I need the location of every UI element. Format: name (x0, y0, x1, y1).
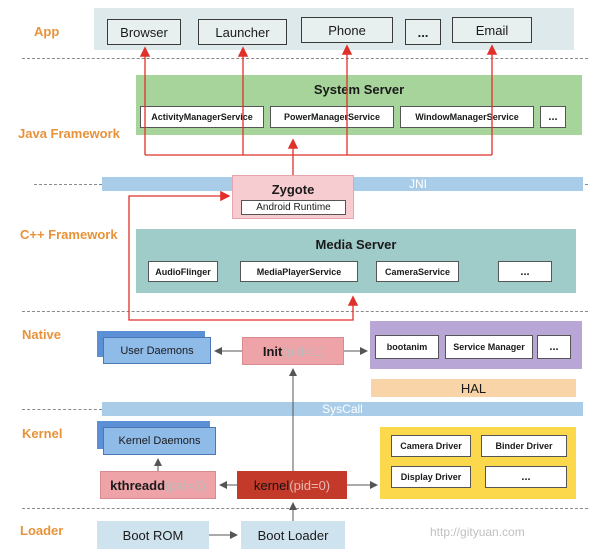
service-window-manager: WindowManagerService (400, 106, 534, 128)
watermark-text: http://gityuan.com (430, 525, 525, 539)
service-activity-manager: ActivityManagerService (140, 106, 264, 128)
boot-rom-box: Boot ROM (97, 521, 209, 549)
kthreadd-pid: (pid=2) (165, 477, 206, 493)
app-email: Email (452, 17, 532, 43)
separator-kernel-loader (22, 508, 588, 509)
arrow-init-to-media-server (242, 295, 359, 321)
arrow-init-to-zygote (128, 190, 242, 321)
driver-binder: Binder Driver (481, 435, 567, 457)
system-server-title: System Server (313, 81, 405, 97)
separator-java-cpp (34, 184, 102, 185)
boot-loader-box: Boot Loader (241, 521, 345, 549)
layer-label-app: App (34, 24, 60, 39)
service-more: ... (540, 106, 566, 128)
jni-label: JNI (409, 177, 427, 191)
user-daemons-box: User Daemons (103, 337, 211, 364)
kthreadd-box: kthreadd(pid=2) (100, 471, 216, 499)
layer-label-java-framework: Java Framework (18, 126, 120, 141)
init-pid: (pid=1) (282, 343, 324, 359)
hal-bar: HAL (371, 379, 576, 397)
android-runtime-box: Android Runtime (241, 200, 346, 215)
separator-app-java (22, 58, 588, 59)
service-bootanim: bootanim (375, 335, 439, 359)
driver-camera: Camera Driver (391, 435, 471, 457)
service-native-more: ... (537, 335, 571, 359)
service-media-player: MediaPlayerService (240, 261, 358, 282)
layer-label-loader: Loader (20, 523, 64, 538)
app-phone: Phone (301, 17, 393, 43)
app-browser: Browser (107, 19, 181, 45)
kernel-box: kernel(pid=0) (237, 471, 347, 499)
service-power-manager: PowerManagerService (270, 106, 394, 128)
kthreadd-label: kthreadd (110, 477, 166, 493)
init-box: Init(pid=1) (242, 337, 344, 365)
zygote-title: Zygote (271, 181, 315, 197)
syscall-label: SysCall (322, 402, 363, 416)
app-more: ... (405, 19, 441, 45)
driver-display: Display Driver (391, 466, 471, 488)
service-media-more: ... (498, 261, 552, 282)
service-audio-flinger: AudioFlinger (148, 261, 218, 282)
kernel-label: kernel (253, 477, 290, 493)
init-label: Init (262, 343, 283, 359)
media-server-title: Media Server (315, 236, 397, 252)
syscall-bar: SysCall (102, 402, 583, 416)
layer-label-cpp-framework: C++ Framework (20, 227, 118, 242)
layer-label-kernel: Kernel (22, 426, 63, 441)
separator-native-kernel (22, 409, 102, 410)
driver-more: ... (485, 466, 567, 488)
kernel-pid: (pid=0) (289, 477, 331, 493)
separator-cpp-native (22, 311, 588, 312)
app-launcher: Launcher (198, 19, 287, 45)
kernel-daemons-box: Kernel Daemons (103, 427, 216, 455)
service-camera: CameraService (376, 261, 459, 282)
separator-java-cpp-right (585, 184, 588, 185)
layer-label-native: Native (22, 327, 62, 342)
service-service-manager: Service Manager (445, 335, 533, 359)
